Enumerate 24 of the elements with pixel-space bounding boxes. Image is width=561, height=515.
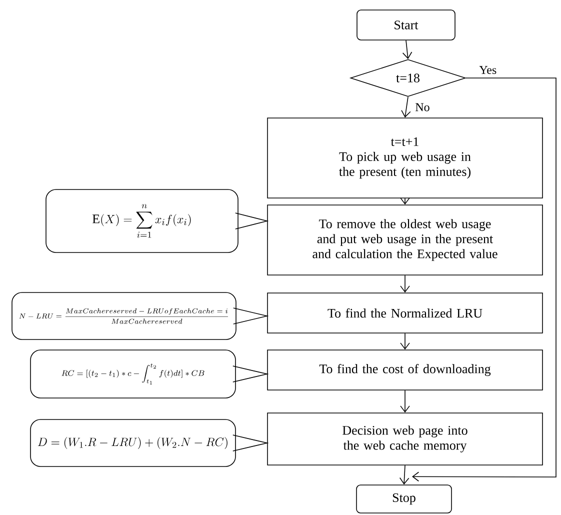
terminal-box: Stop xyxy=(356,484,452,514)
arrow xyxy=(400,333,410,350)
callout-pointer xyxy=(235,212,269,230)
arrow xyxy=(400,275,410,293)
process-box: Decision web page into the web cache memory xyxy=(267,412,543,466)
callout-pointer xyxy=(233,308,269,324)
arrow xyxy=(402,40,412,60)
arrow xyxy=(401,96,411,118)
arrow xyxy=(412,78,556,482)
callout-pointer xyxy=(232,366,269,382)
formula-callout: $N-LRU=\frac{MaxCachereserved-LRUofEachCache=i}{MaxCachereserved}$ xyxy=(12,292,236,340)
edge-label: No xyxy=(414,102,431,112)
process-box: To find the Normalized LRU xyxy=(267,292,543,334)
callout-pointer xyxy=(232,434,269,452)
process-box: To remove the oldest web usage and put web usage in the present and calculation the Expected value xyxy=(267,204,543,276)
formula-callout: $RC=[(t_2-t_1)*c-\int_{t_1}^{t_2} f(t)dt]*CB$ xyxy=(30,350,236,398)
process-box: To find the cost of downloading xyxy=(267,350,543,390)
formula-callout: $\mathrm{E}(X)=\sum_{i=1}^{n} x_i f(x_i)$ xyxy=(46,189,238,253)
edge-label: Yes xyxy=(478,65,498,75)
process-box: t=t+1 To pick up web usage in the present (ten minutes) xyxy=(267,118,543,198)
terminal-box: Start xyxy=(356,10,456,40)
arrow xyxy=(399,465,410,485)
arrow xyxy=(400,390,410,413)
formula-callout: $D=(W_1.R-LRU)+(W_2.N-RC)$ xyxy=(30,419,236,467)
